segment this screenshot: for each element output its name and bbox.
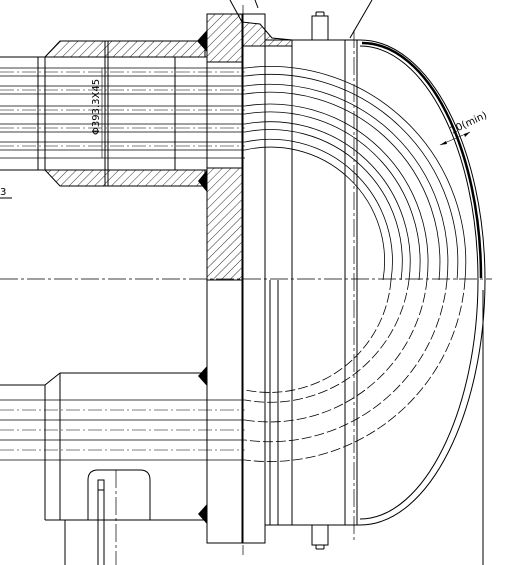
weld-top — [197, 30, 207, 52]
bolt-top — [311, 15, 329, 41]
tube-bundle-upper — [0, 67, 245, 159]
lower-pipe-wall-hatch — [43, 169, 206, 187]
outlines — [0, 0, 486, 565]
pipe-diameter-label: Φ393.3X45 — [91, 79, 102, 135]
upper-pipe-wall-hatch — [43, 40, 206, 58]
tubesheet-lower-hatch — [206, 167, 243, 281]
head-hatch-top — [361, 41, 483, 279]
tube-centerlines-lower — [0, 409, 245, 451]
left-reference-label: 3 — [0, 187, 6, 198]
head-outer — [359, 39, 486, 526]
tubesheet-upper-hatch — [206, 13, 243, 63]
weld-low2 — [198, 504, 207, 524]
tube-centerlines-upper — [0, 71, 245, 147]
u-bends — [244, 66, 467, 281]
hatched-sections — [43, 13, 293, 524]
flange-hatch — [241, 21, 293, 47]
tube-bundle-lower — [0, 399, 245, 461]
weld-mid — [198, 170, 207, 192]
weld-low1 — [198, 366, 207, 386]
nozzle — [87, 469, 151, 520]
bolt-bottom — [311, 524, 329, 546]
centerlines — [0, 5, 492, 565]
u-bends-lower — [244, 279, 466, 462]
head-inner — [359, 45, 479, 520]
